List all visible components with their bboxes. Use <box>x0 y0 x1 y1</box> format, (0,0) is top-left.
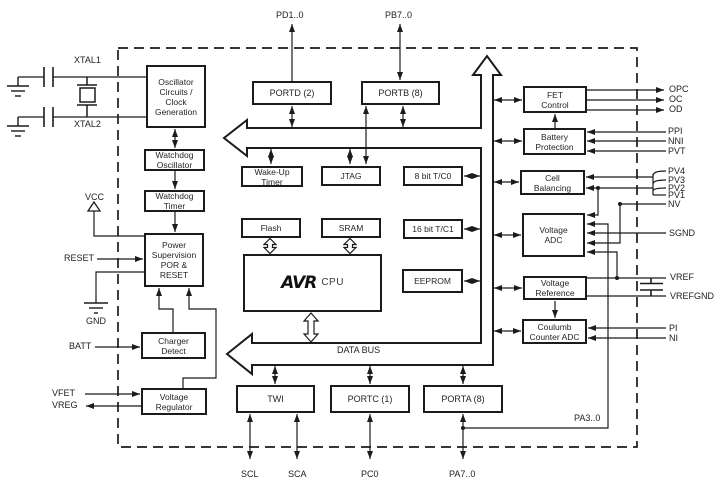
block-sram: SRAM <box>321 218 381 238</box>
pin-label-ni: NI <box>669 333 678 343</box>
pin-label-nv: NV <box>668 199 681 209</box>
pin-label-vref: VREF <box>670 272 695 282</box>
pin-label-pb: PB7..0 <box>385 10 413 20</box>
pin-label-pc0: PC0 <box>361 469 379 479</box>
pin-label-batt: BATT <box>69 341 92 351</box>
block-watchdog-oscillator: Watchdog Oscillator <box>144 149 205 171</box>
hollow-arrows <box>262 237 358 343</box>
bottom-wires <box>247 221 609 459</box>
block-coulomb-counter-adc: Coulumb Counter ADC <box>522 319 587 344</box>
bus-links <box>464 97 522 334</box>
pin-label-pv2: PV2 <box>668 183 686 193</box>
pin-label-od: OD <box>669 104 683 114</box>
block-portc: PORTC (1) <box>330 385 410 413</box>
pin-label-oc: OC <box>669 94 683 104</box>
block-wakeup-timer: Wake-Up Timer <box>241 166 303 187</box>
xtal-circuit <box>7 67 146 137</box>
pin-label-vreg: VREG <box>52 400 78 410</box>
pin-label-scl: SCL <box>241 469 259 479</box>
ground-icon <box>84 302 108 314</box>
chip-boundary <box>117 47 638 448</box>
block-jtag: JTAG <box>321 166 381 186</box>
block-portd: PORTD (2) <box>252 81 332 105</box>
capacitor-icon <box>640 278 663 296</box>
block-battery-protection: Battery Protection <box>523 128 586 155</box>
block-tc0: 8 bit T/C0 <box>403 166 463 186</box>
pin-label-nni: NNI <box>668 136 684 146</box>
pin-label-pa3-0: PA3..0 <box>574 413 601 423</box>
block-fet-control: FET Control <box>523 86 587 113</box>
pin-label-gnd: GND <box>86 316 106 326</box>
pin-label-pvt: PVT <box>668 146 686 156</box>
block-cpu: AVR CPU <box>243 254 382 312</box>
left-wires <box>84 129 217 409</box>
cpu-label: CPU <box>321 277 344 288</box>
vcc-icon <box>86 200 102 212</box>
pin-label-sgnd: SGND <box>669 228 696 238</box>
pin-label-pv4: PV4 <box>668 166 686 176</box>
pin-label-reset: RESET <box>64 253 95 263</box>
block-power-supervision: Power Supervision POR & RESET <box>144 233 204 287</box>
pin-label-opc: OPC <box>669 84 689 94</box>
block-charger-detect: Charger Detect <box>141 332 206 359</box>
pin-label-vfet: VFET <box>52 388 76 398</box>
pin-label-ppi: PPI <box>668 126 683 136</box>
block-flash: Flash <box>241 218 301 238</box>
capacitor-icon <box>43 67 54 127</box>
avr-logo: AVR <box>281 273 317 293</box>
pin-label-pv3: PV3 <box>668 175 686 185</box>
pin-label-pv1: PV1 <box>668 190 686 200</box>
block-cell-balancing: Cell Balancing <box>520 170 585 195</box>
pin-label-xtal1: XTAL1 <box>74 55 101 65</box>
crystal-icon <box>77 77 97 117</box>
pin-label-vcc: VCC <box>85 192 105 202</box>
block-porta: PORTA (8) <box>423 385 503 413</box>
pin-label-vrefgnd: VREFGND <box>670 291 715 301</box>
pin-label-pa7-0: PA7..0 <box>449 469 476 479</box>
data-bus-label: DATA BUS <box>337 345 381 355</box>
block-voltage-adc: Voltage ADC <box>522 213 585 257</box>
bus-arrow <box>222 54 503 377</box>
pin-label-pi: PI <box>669 323 678 333</box>
right-wires <box>552 87 667 341</box>
block-voltage-regulator: Voltage Regulator <box>141 388 207 415</box>
top-wires <box>268 24 406 164</box>
pin-label-pd: PD1..0 <box>276 10 304 20</box>
block-tc1: 16 bit T/C1 <box>403 219 463 239</box>
ground-icon <box>7 77 29 137</box>
block-eeprom: EEPROM <box>402 269 463 293</box>
junction-dots <box>461 186 622 430</box>
pin-label-sca: SCA <box>288 469 307 479</box>
block-portb: PORTB (8) <box>361 81 440 105</box>
block-watchdog-timer: Watchdog Timer <box>144 190 205 212</box>
block-twi: TWI <box>236 385 315 413</box>
block-oscillator: Oscillator Circuits / Clock Generation <box>146 65 206 128</box>
block-voltage-reference: Voltage Reference <box>523 276 587 300</box>
pin-label-xtal2: XTAL2 <box>74 119 101 129</box>
